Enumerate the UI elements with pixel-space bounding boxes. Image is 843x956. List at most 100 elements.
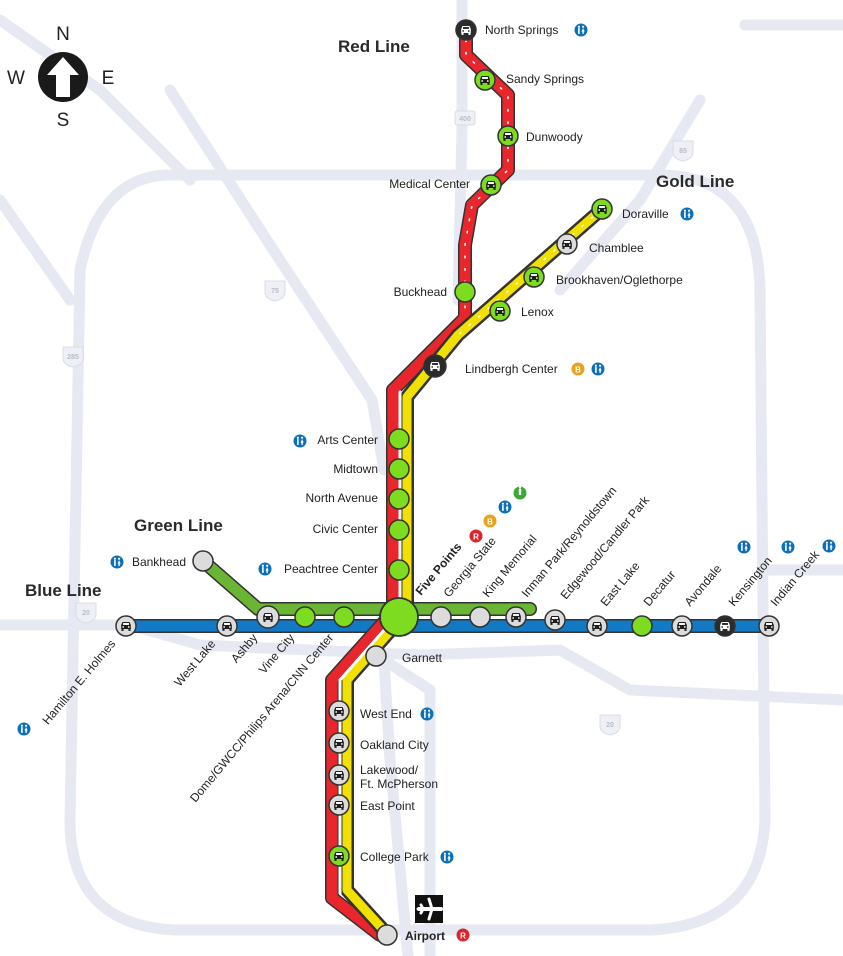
highway-shield-20-east: 20 xyxy=(599,714,621,736)
airplane-icon xyxy=(415,895,443,923)
svg-text:East Point: East Point xyxy=(360,799,415,813)
svg-text:Buckhead: Buckhead xyxy=(394,285,447,299)
svg-text:North Springs: North Springs xyxy=(485,23,558,37)
blue-line-title: Blue Line xyxy=(25,581,102,600)
svg-text:Decatur: Decatur xyxy=(641,568,679,609)
svg-text:R: R xyxy=(473,533,479,542)
station-chamblee[interactable]: Chamblee xyxy=(556,233,644,255)
station-doraville[interactable]: Doraville xyxy=(591,198,694,221)
station-civic-center[interactable]: Civic Center xyxy=(313,519,410,541)
station-sandy-springs[interactable]: Sandy Springs xyxy=(474,69,584,91)
bus-badge-icon: B xyxy=(483,514,497,528)
svg-text:Chamblee: Chamblee xyxy=(589,241,644,255)
svg-text:75: 75 xyxy=(271,288,279,295)
svg-text:East Lake: East Lake xyxy=(598,559,643,609)
station-arts-center[interactable]: Arts Center xyxy=(293,428,410,450)
i-285-west-road xyxy=(0,194,76,306)
compass-west: W xyxy=(7,68,25,89)
accessible-icon xyxy=(420,707,434,721)
station-garnett[interactable]: Garnett xyxy=(365,645,443,667)
perimeter-loop-road xyxy=(64,169,771,936)
station-college-park[interactable]: College Park xyxy=(328,845,454,867)
station-west-end[interactable]: West End xyxy=(328,700,434,722)
svg-text:Airport: Airport xyxy=(405,929,445,943)
svg-text:Peachtree Center: Peachtree Center xyxy=(284,562,378,576)
svg-text:North Avenue: North Avenue xyxy=(306,491,379,505)
rail-badge-icon: R xyxy=(469,529,483,543)
station-dunwoody[interactable]: Dunwoody xyxy=(497,125,583,147)
station-bankhead[interactable]: Bankhead xyxy=(110,550,214,572)
red-line-route xyxy=(325,23,515,942)
station-oakland-city[interactable]: Oakland City xyxy=(328,732,429,754)
gold-line-title: Gold Line xyxy=(656,172,734,191)
i-75-north-road xyxy=(164,84,390,476)
restroom-icon xyxy=(513,486,527,500)
svg-text:20: 20 xyxy=(606,722,614,729)
svg-text:Midtown: Midtown xyxy=(333,462,378,476)
svg-text:Avondale: Avondale xyxy=(682,562,725,609)
highway-shield-20-west: 20 xyxy=(75,602,97,624)
svg-text:Civic Center: Civic Center xyxy=(313,522,378,536)
highway-shield-75: 75 xyxy=(264,280,286,302)
accessible-icon xyxy=(293,434,307,448)
compass-south: S xyxy=(57,110,70,131)
svg-text:B: B xyxy=(487,518,493,527)
accessible-icon xyxy=(591,362,605,376)
station-north-springs[interactable]: North Springs xyxy=(455,19,588,41)
compass-north: N xyxy=(56,24,70,45)
svg-text:Dunwoody: Dunwoody xyxy=(526,130,583,144)
i-75-south-road xyxy=(378,654,414,956)
accessible-icon xyxy=(822,539,836,553)
svg-text:Doraville: Doraville xyxy=(622,207,669,221)
highway-shields: 400 85 75 285 20 20 xyxy=(62,110,694,736)
accessible-icon xyxy=(440,850,454,864)
accessible-icon xyxy=(680,207,694,221)
svg-text:400: 400 xyxy=(459,116,471,123)
station-buckhead[interactable]: Buckhead xyxy=(394,281,476,303)
svg-text:Medical Center: Medical Center xyxy=(389,177,470,191)
svg-text:College Park: College Park xyxy=(360,850,430,864)
svg-text:Bankhead: Bankhead xyxy=(132,555,186,569)
bus-badge-icon: B xyxy=(571,362,585,376)
accessible-icon xyxy=(737,540,751,554)
station-indian-creek[interactable]: Indian Creek xyxy=(758,539,836,637)
station-lindbergh[interactable]: Lindbergh Center B xyxy=(423,354,605,378)
svg-text:Ft. McPherson: Ft. McPherson xyxy=(360,777,438,791)
accessible-icon xyxy=(781,540,795,554)
connector-road xyxy=(0,14,196,186)
station-midtown[interactable]: Midtown xyxy=(333,458,410,480)
compass-east: E xyxy=(102,68,115,89)
south-connector-road xyxy=(378,654,436,956)
rail-badge-icon: R xyxy=(456,928,470,942)
station-airport[interactable]: Airport R xyxy=(376,895,470,946)
svg-text:85: 85 xyxy=(679,148,687,155)
svg-text:Garnett: Garnett xyxy=(402,651,443,665)
station-north-avenue[interactable]: North Avenue xyxy=(306,488,410,510)
svg-text:R: R xyxy=(460,932,466,941)
svg-text:Hamilton E. Holmes: Hamilton E. Holmes xyxy=(39,637,118,727)
station-lenox[interactable]: Lenox xyxy=(489,300,554,322)
station-east-point[interactable]: East Point xyxy=(328,794,415,816)
svg-text:Oakland City: Oakland City xyxy=(360,738,429,752)
svg-text:West End: West End xyxy=(360,707,412,721)
svg-text:20: 20 xyxy=(82,610,90,617)
red-line-title: Red Line xyxy=(338,37,410,56)
highway-shield-85: 85 xyxy=(672,140,694,162)
accessible-icon xyxy=(258,562,272,576)
svg-text:Dome/GWCC/Philips Arena/CNN Ce: Dome/GWCC/Philips Arena/CNN Center xyxy=(187,631,336,805)
i-85-north-road xyxy=(554,94,706,296)
station-lakewood[interactable]: Lakewood/ Ft. McPherson xyxy=(328,763,438,791)
svg-text:Lenox: Lenox xyxy=(521,305,554,319)
station-peachtree-center[interactable]: Peachtree Center xyxy=(258,559,410,581)
svg-text:Lakewood/: Lakewood/ xyxy=(360,763,419,777)
line-titles: Red Line Gold Line Green Line Blue Line xyxy=(25,37,734,600)
green-line-title: Green Line xyxy=(134,516,223,535)
north-arrow-icon xyxy=(47,57,79,97)
station-brookhaven[interactable]: Brookhaven/Oglethorpe xyxy=(523,266,683,288)
station-medical-center[interactable]: Medical Center xyxy=(389,174,502,196)
accessible-icon xyxy=(110,555,124,569)
compass-rose: N S E W xyxy=(7,24,114,131)
svg-text:Sandy Springs: Sandy Springs xyxy=(506,72,584,86)
